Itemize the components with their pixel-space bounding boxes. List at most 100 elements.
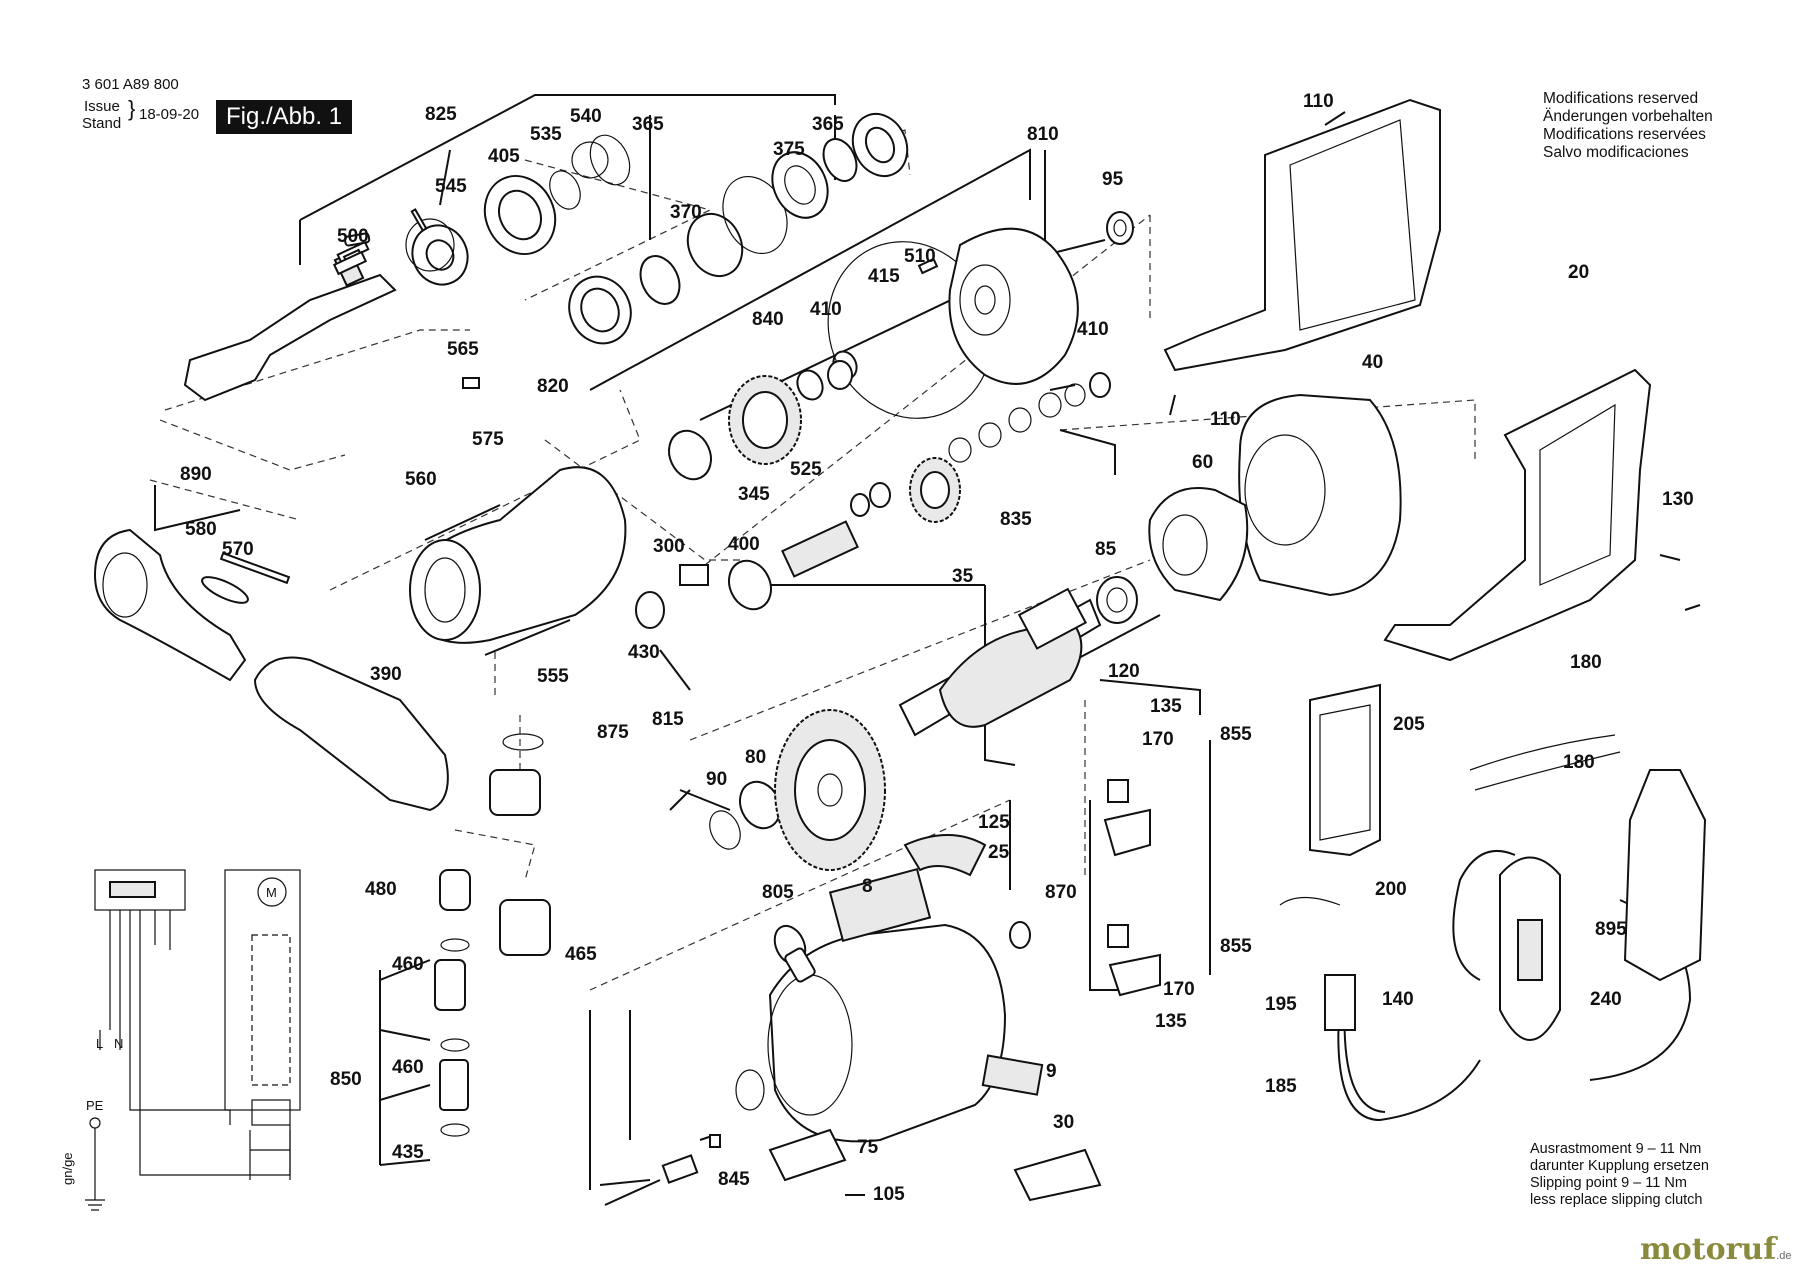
part-label: 125 (978, 812, 1010, 833)
part-label: 110 (1210, 409, 1241, 430)
part-label: 825 (425, 104, 457, 125)
part-label: 805 (762, 882, 794, 903)
part-label: 565 (447, 339, 479, 360)
part-label: 415 (868, 266, 900, 287)
part-label: 560 (405, 469, 437, 490)
part-label: 105 (873, 1184, 905, 1205)
part-label: 20 (1568, 262, 1589, 283)
part-label: 510 (904, 246, 936, 267)
part-label: 890 (180, 464, 212, 485)
part-label: 90 (706, 769, 727, 790)
part-label: 410 (1077, 319, 1109, 340)
part-label: 300 (653, 536, 685, 557)
screws (332, 111, 1701, 1206)
part-label: 8 (862, 876, 873, 897)
motor-symbol: M (266, 885, 277, 900)
small-parts (434, 564, 1102, 1202)
housing-half-top (1163, 98, 1441, 372)
issue-date: 18-09-20 (139, 106, 200, 123)
part-label: 30 (1053, 1112, 1074, 1133)
part-label: 575 (472, 429, 504, 450)
part-label: 130 (1662, 489, 1694, 510)
clutch-line-1: Ausrastmoment 9 – 11 Nm (1530, 1141, 1702, 1157)
part-label: 205 (1393, 714, 1425, 735)
watermark: motoruf.de (1640, 1232, 1791, 1267)
part-label: 200 (1375, 879, 1407, 900)
clutch-line-3: Slipping point 9 – 11 Nm (1530, 1175, 1687, 1191)
clutch-line-4: less replace slipping clutch (1530, 1192, 1703, 1208)
part-label: 135 (1155, 1011, 1187, 1032)
brace: } (128, 96, 136, 121)
part-label: 400 (728, 534, 760, 555)
part-label: 460 (392, 954, 424, 975)
part-label: 120 (1108, 661, 1140, 682)
part-label: 430 (628, 642, 660, 663)
part-label: 895 (1595, 919, 1627, 940)
part-label: 545 (435, 176, 467, 197)
part-label: 170 (1142, 729, 1174, 750)
part-label: 460 (392, 1057, 424, 1078)
part-label: 465 (565, 944, 597, 965)
wire-L: L (96, 1036, 103, 1051)
part-label: 820 (537, 376, 569, 397)
part-label: 540 (570, 106, 602, 127)
part-label: 180 (1570, 652, 1602, 673)
part-label: 435 (392, 1142, 424, 1163)
spindle-shaft (183, 240, 397, 402)
issue-label: Issue (84, 98, 120, 115)
clutch-line-2: darunter Kupplung ersetzen (1530, 1158, 1709, 1174)
note-fr: Modifications reservées (1543, 126, 1706, 143)
auxiliary-handle (93, 528, 449, 812)
part-label: 525 (790, 459, 822, 480)
doc-number: 3 601 A89 800 (82, 76, 179, 93)
wire-gnye: gn/ge (60, 1152, 75, 1185)
part-label: 840 (752, 309, 784, 330)
part-label: 875 (597, 722, 629, 743)
bearings-rings (405, 112, 1138, 1137)
part-label: 580 (185, 519, 217, 540)
wiring-labels: M L N PE gn/ge (60, 885, 277, 1185)
clutch-note: Ausrastmoment 9 – 11 Nm darunter Kupplun… (1530, 1141, 1709, 1209)
part-label: 410 (810, 299, 842, 320)
note-en: Modifications reserved (1543, 90, 1699, 107)
watermark-tld: .de (1776, 1250, 1792, 1262)
part-label: 135 (1150, 696, 1182, 717)
part-label: 185 (1265, 1076, 1297, 1097)
gear-housing-cover (948, 227, 1079, 385)
part-label: 375 (773, 139, 805, 160)
part-label: 110 (1303, 91, 1334, 112)
part-label: 25 (988, 842, 1010, 863)
wiring-diagram (85, 869, 301, 1211)
part-label: 855 (1220, 936, 1252, 957)
part-label: 570 (222, 539, 254, 560)
part-label: 195 (1265, 994, 1297, 1015)
gears (728, 375, 961, 871)
part-label: 40 (1362, 352, 1383, 373)
part-label: 60 (1192, 452, 1213, 473)
motor-housing (767, 834, 1044, 1143)
part-label: 365 (812, 114, 844, 135)
part-label: 390 (370, 664, 402, 685)
part-label: 870 (1045, 882, 1077, 903)
stand-label: Stand (82, 115, 122, 132)
part-label: 345 (738, 484, 770, 505)
part-label: 850 (330, 1069, 362, 1090)
handle-housing (1383, 368, 1652, 662)
wire-PE: PE (86, 1098, 104, 1113)
figure-badge: Fig./Abb. 1 (216, 100, 353, 134)
note-de: Änderungen vorbehalten (1543, 108, 1713, 125)
part-label: 365 (632, 114, 664, 135)
part-label: 810 (1027, 124, 1059, 145)
part-label: 170 (1163, 979, 1195, 1000)
switch (1309, 683, 1381, 857)
part-label: 95 (1102, 169, 1124, 190)
part-label: 140 (1382, 989, 1414, 1010)
part-label: 240 (1590, 989, 1622, 1010)
parts (85, 98, 1707, 1211)
armature (898, 587, 1102, 737)
part-label: 555 (537, 666, 569, 687)
part-labels: 825 540 365 365 535 405 545 375 370 500 … (180, 91, 1694, 1205)
part-label: 845 (718, 1169, 750, 1190)
note-es: Salvo modificaciones (1543, 144, 1689, 161)
